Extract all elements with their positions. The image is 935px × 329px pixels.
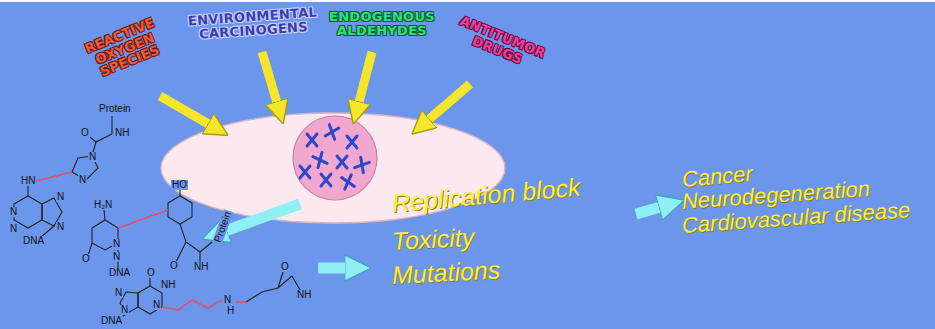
source-label: ANTITUMOR DRUGS xyxy=(449,12,552,75)
atom-label: O xyxy=(280,262,290,272)
atom-label: H xyxy=(226,306,235,316)
atom-label: O xyxy=(146,268,156,278)
atom-label: DNA xyxy=(22,236,45,246)
atom-label: N xyxy=(56,192,65,202)
atom-label: NH xyxy=(193,262,209,272)
atom-label: N xyxy=(88,152,97,162)
atom-label: N xyxy=(114,288,123,298)
atom-label: Protein xyxy=(212,209,233,244)
chromosomes xyxy=(300,125,369,189)
atom-label: N xyxy=(112,252,121,262)
atom-label: HN xyxy=(20,176,36,186)
atom-label: N xyxy=(9,207,18,217)
atom-label: O xyxy=(169,261,179,271)
chemical-bonds xyxy=(14,116,300,320)
source-label: ENVIRONMENTAL CARCINOGENS xyxy=(177,5,329,43)
atom-label: N xyxy=(120,305,129,315)
atom-label: N xyxy=(112,239,121,249)
atom-label: O xyxy=(81,254,91,264)
atom-label: DNA xyxy=(100,316,123,326)
atom-label: N xyxy=(56,222,65,232)
atom-label: N xyxy=(223,295,232,305)
atom-label: HO xyxy=(171,180,188,190)
atom-label: NH xyxy=(114,128,130,138)
source-label: REACTIVE OXYGEN SPECIES xyxy=(76,13,175,85)
effect-label: Replication block xyxy=(391,174,582,217)
effect-label: Toxicity xyxy=(391,224,475,255)
source-label: ENDOGENOUS ALDEHYDES xyxy=(322,10,442,37)
atom-label: NH xyxy=(160,280,176,290)
crosslinks xyxy=(36,172,246,310)
top-edge xyxy=(0,0,935,2)
atom-label: NH xyxy=(296,290,312,300)
atom-label: DNA xyxy=(108,268,131,278)
nucleus xyxy=(293,116,377,200)
atom-label: Protein xyxy=(98,104,132,114)
atom-label: N xyxy=(9,224,18,234)
effect-label: Mutations xyxy=(391,256,501,288)
atom-label: N xyxy=(152,300,161,310)
atom-label: N xyxy=(78,175,87,185)
atom-label: O xyxy=(80,128,90,138)
source-arrows xyxy=(160,52,470,126)
atom-label: H₂N xyxy=(93,200,113,210)
